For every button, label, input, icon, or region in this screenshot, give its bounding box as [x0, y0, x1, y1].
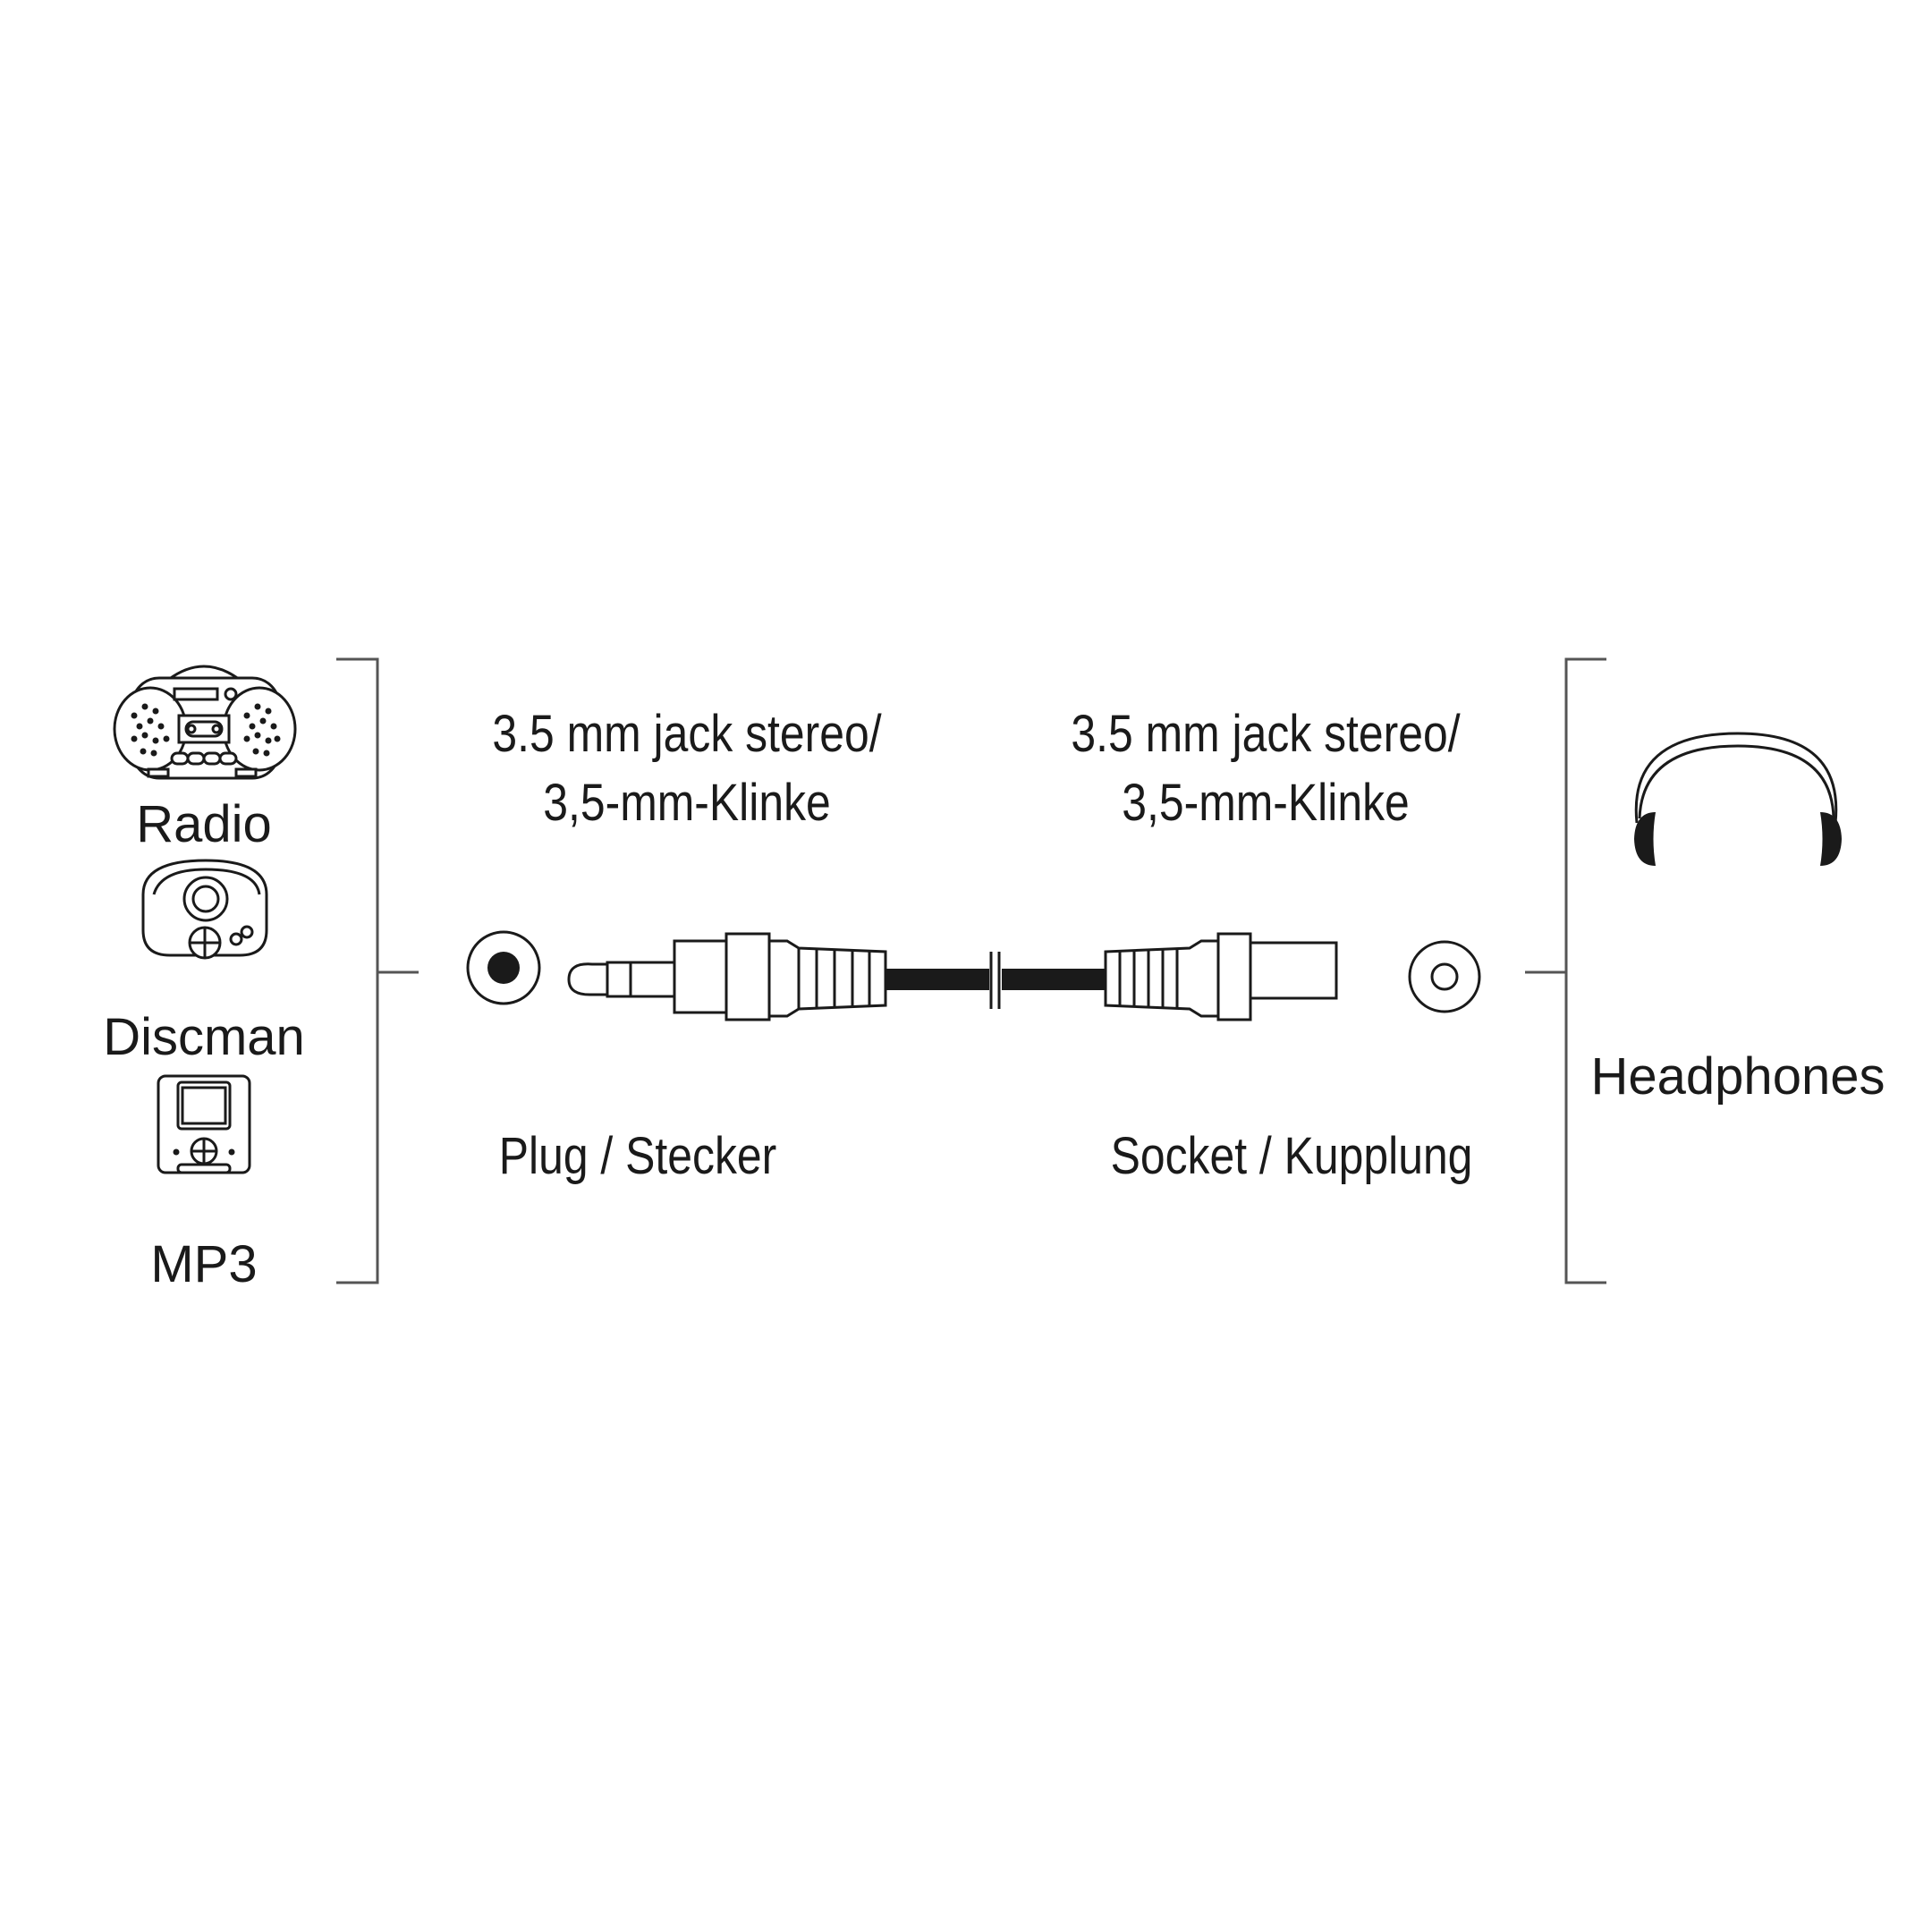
plug-front-view-icon — [466, 930, 541, 1005]
cd-player-icon — [141, 859, 268, 960]
right-connector-title-line2: 3,5-mm-Klinke — [1122, 774, 1410, 832]
boombox-icon — [113, 665, 297, 780]
mp3-player-icon — [157, 1074, 251, 1174]
left-connector-title-line2: 3,5-mm-Klinke — [543, 774, 831, 832]
cable-icon — [886, 952, 1106, 1009]
jack-plug-icon — [567, 932, 887, 1021]
socket-type-label: Socket / Kupplung — [1110, 1127, 1473, 1185]
socket-front-view-icon — [1408, 940, 1481, 1013]
right-connector-title-line1: 3.5 mm jack stereo/ — [1071, 705, 1461, 763]
headphones-label: Headphones — [1590, 1047, 1885, 1106]
right-bracket — [1525, 657, 1606, 1284]
plug-type-label: Plug / Stecker — [498, 1127, 777, 1185]
source-label-radio: Radio — [136, 795, 272, 853]
left-bracket — [336, 657, 419, 1284]
source-label-discman: Discman — [103, 1008, 305, 1066]
headphones-icon — [1634, 732, 1842, 866]
jack-socket-icon — [1104, 932, 1338, 1021]
left-connector-title-line1: 3.5 mm jack stereo/ — [492, 705, 882, 763]
source-label-mp3: MP3 — [150, 1235, 258, 1293]
